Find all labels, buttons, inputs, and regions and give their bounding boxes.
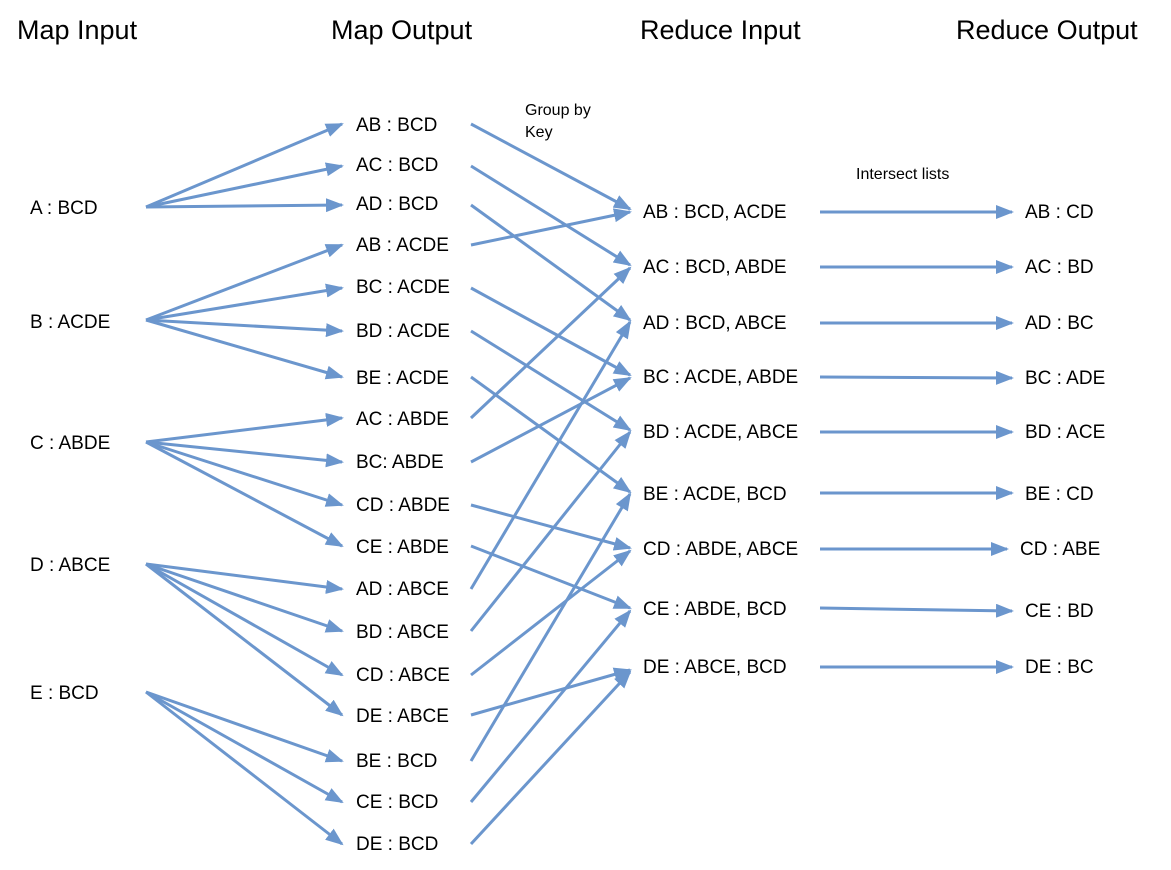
- arrow-connector: [145, 243, 344, 322]
- arrow-connector: [145, 562, 344, 717]
- arrow-connector: [469, 670, 632, 846]
- map-input-node: A : BCD: [30, 198, 98, 219]
- arrow-connector: [470, 544, 632, 610]
- arrow-connector: [145, 440, 344, 548]
- arrow-connector: [145, 440, 344, 468]
- map-output-node: CD : ABDE: [356, 495, 450, 516]
- map-output-node: AC : BCD: [356, 155, 439, 176]
- map-output-node: AC : ABDE: [356, 409, 449, 430]
- reduce-input-node: DE : ABCE, BCD: [643, 657, 787, 678]
- arrow-connector: [145, 562, 344, 633]
- arrow-connector: [145, 562, 344, 594]
- map-output-node: CE : ABDE: [356, 537, 449, 558]
- map-output-node: BE : BCD: [356, 751, 438, 772]
- arrow-connector: [145, 162, 344, 209]
- arrow-connector: [145, 412, 344, 444]
- edges-layer: [145, 122, 1014, 846]
- title-map-output: Map Output: [331, 15, 473, 45]
- map-input-node: D : ABCE: [30, 555, 111, 576]
- reduce-output-node: DE : BC: [1025, 657, 1094, 678]
- reduce-input-node: CE : ABDE, BCD: [643, 599, 787, 620]
- reduce-input-node: AB : BCD, ACDE: [643, 202, 787, 223]
- reduce-input-node: AD : BCD, ABCE: [643, 313, 787, 334]
- reduce-input-node: BE : ACDE, BCD: [643, 484, 787, 505]
- arrow-connector: [470, 122, 632, 211]
- map-output-node: BE : ACDE: [356, 368, 449, 389]
- arrow-connector: [819, 370, 1014, 385]
- title-reduce-input: Reduce Input: [640, 15, 801, 45]
- arrow-connector: [470, 375, 632, 494]
- reduce-output-node: BE : CD: [1025, 484, 1094, 505]
- map-output-node: BC: ABDE: [356, 452, 444, 473]
- map-output-node: BD : ABCE: [356, 622, 449, 643]
- arrow-connector: [469, 609, 632, 803]
- arrow-connector: [470, 376, 632, 464]
- map-output-node: BC : ACDE: [356, 277, 450, 298]
- map-output-node: AB : ACDE: [356, 235, 449, 256]
- arrow-connector: [469, 320, 632, 590]
- arrow-connector: [470, 667, 632, 717]
- arrow-connector: [469, 492, 632, 762]
- arrow-connector: [145, 562, 344, 677]
- reduce-input-node: CD : ABDE, ABCE: [643, 539, 799, 560]
- reduce-output-node: BC : ADE: [1025, 368, 1106, 389]
- arrow-connector: [470, 286, 632, 377]
- map-output-node: AB : BCD: [356, 115, 438, 136]
- arrow-connector: [470, 329, 632, 432]
- reduce-input-node: BC : ACDE, ABDE: [643, 367, 799, 388]
- arrow-connector: [470, 208, 632, 247]
- map-output-node: CE : BCD: [356, 792, 439, 813]
- note-group-by-key: Group by Key: [525, 100, 591, 145]
- map-output-node: DE : BCD: [356, 834, 439, 855]
- arrow-connector: [819, 603, 1014, 618]
- note-intersect-lists: Intersect lists: [856, 166, 950, 183]
- map-output-node: AD : ABCE: [356, 579, 449, 600]
- map-input-node: B : ACDE: [30, 312, 111, 333]
- reduce-output-node: AB : CD: [1025, 202, 1094, 223]
- map-input-node: E : BCD: [30, 683, 99, 704]
- arrow-connector: [145, 690, 344, 804]
- arrow-connector: [469, 266, 632, 420]
- map-output-node: BD : ACDE: [356, 321, 450, 342]
- reduce-output-node: AC : BD: [1025, 257, 1094, 278]
- reduce-output-node: AD : BC: [1025, 313, 1094, 334]
- title-reduce-output: Reduce Output: [956, 15, 1138, 45]
- map-output-node: AD : BCD: [356, 194, 439, 215]
- arrow-connector: [470, 164, 632, 267]
- map-input-node: C : ABDE: [30, 433, 111, 454]
- arrow-connector: [145, 318, 344, 338]
- arrow-connector: [470, 203, 632, 322]
- map-output-node: DE : ABCE: [356, 706, 449, 727]
- reduce-output-node: CD : ABE: [1020, 539, 1101, 560]
- arrow-connector: [145, 198, 344, 213]
- arrow-connector: [145, 690, 344, 763]
- arrow-connector: [469, 430, 632, 632]
- arrow-connector: [145, 440, 344, 507]
- reduce-input-node: BD : ACDE, ABCE: [643, 422, 799, 443]
- reduce-output-node: CE : BD: [1025, 601, 1094, 622]
- arrow-connector: [145, 283, 344, 322]
- arrow-connector: [145, 690, 344, 846]
- arrow-connector: [145, 318, 344, 380]
- arrow-connector: [470, 503, 632, 551]
- map-output-node: CD : ABCE: [356, 665, 450, 686]
- title-map-input: Map Input: [17, 15, 138, 45]
- reduce-input-node: AC : BCD, ABDE: [643, 257, 787, 278]
- arrow-connector: [470, 549, 632, 677]
- note-group-by-key-line-2: Key: [525, 124, 553, 142]
- note-group-by-key-line-1: Group by: [525, 102, 591, 119]
- arrow-connector: [145, 122, 344, 209]
- reduce-output-node: BD : ACE: [1025, 422, 1106, 443]
